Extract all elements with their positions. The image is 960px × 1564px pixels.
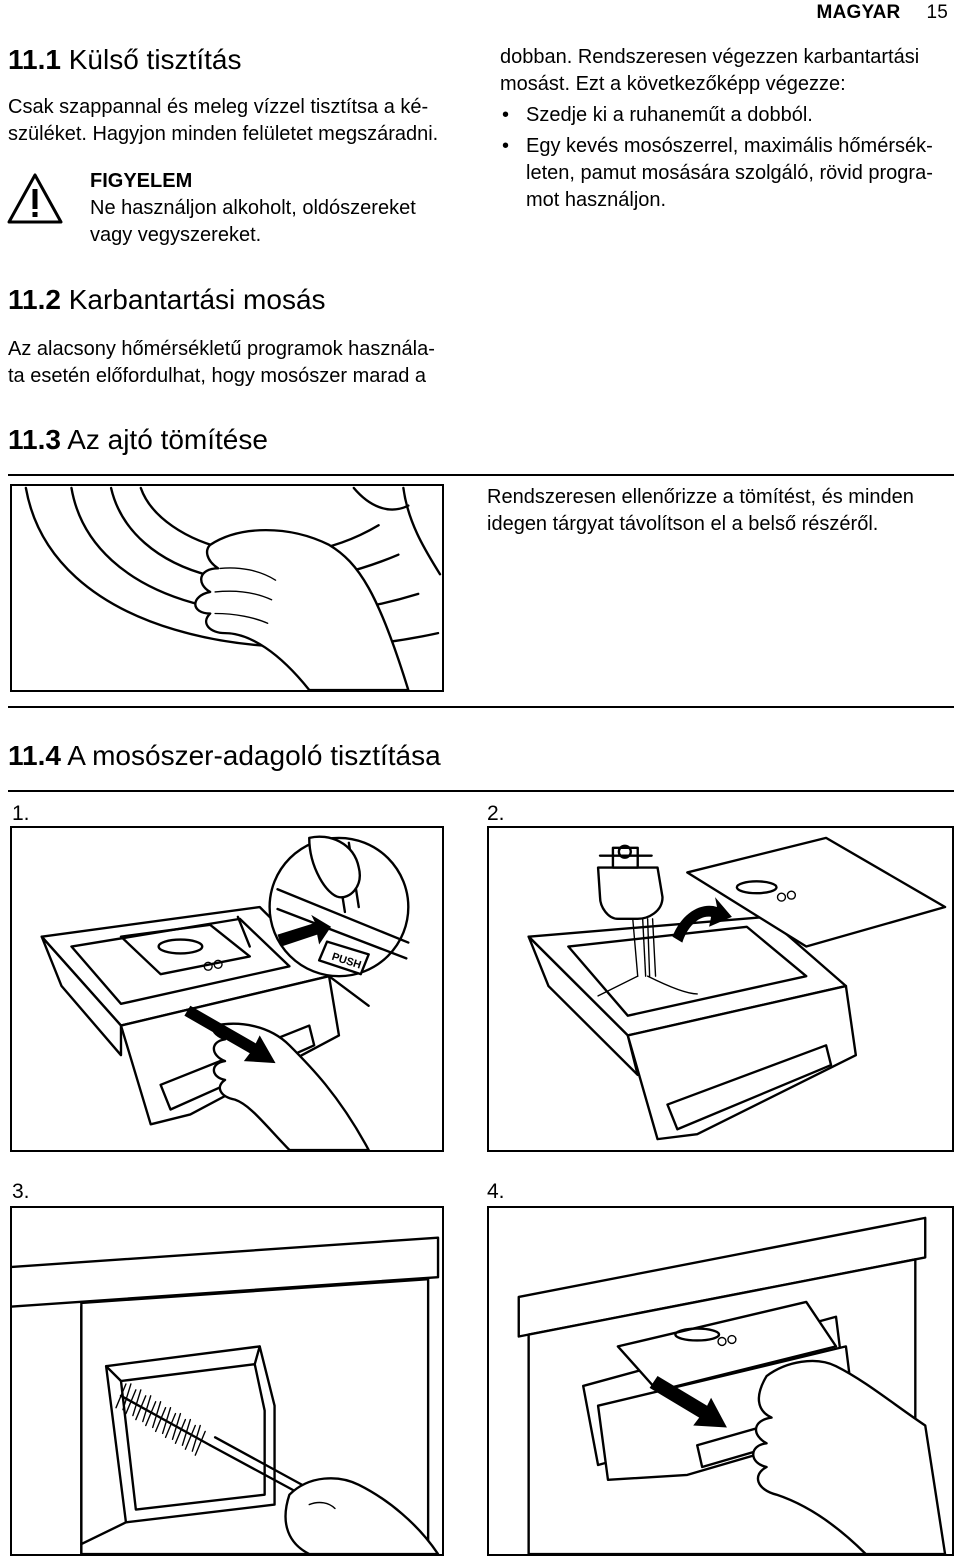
heading-11-2: 11.2 Karbantartási mosás bbox=[8, 284, 326, 316]
text-line: szüléket. Hagyjon minden felületet megsz… bbox=[8, 123, 439, 145]
text-line: mot használjon. bbox=[526, 189, 667, 211]
warning-title: FIGYELEM bbox=[90, 170, 193, 192]
text-line: Ne használjon alkoholt, oldószereket bbox=[90, 197, 416, 219]
paragraph-right-column: dobban. Rendszeresen végezzen karbantart… bbox=[500, 44, 955, 214]
step-label-4: 4. bbox=[487, 1180, 505, 1203]
heading-title: A mosószer-adagoló tisztítása bbox=[67, 740, 441, 771]
text-line: ta esetén előfordulhat, hogy mosószer ma… bbox=[8, 365, 427, 387]
paragraph-11-1: Csak szappannal és meleg vízzel tisztíts… bbox=[8, 94, 468, 148]
heading-title: Az ajtó tömítése bbox=[67, 424, 268, 455]
step-label-2: 2. bbox=[487, 802, 505, 825]
step-label-1: 1. bbox=[12, 802, 30, 825]
bullet-text: Szedje ki a ruhaneműt a dobból. bbox=[526, 104, 813, 126]
dispenser-step-1-figure: PUSH bbox=[10, 826, 444, 1152]
page-number: 15 bbox=[926, 2, 948, 23]
text-line: Egy kevés mosószerrel, maximális hőmérsé… bbox=[526, 135, 933, 157]
heading-number: 11.3 bbox=[8, 424, 61, 455]
text-line: Az alacsony hőmérsékletű programok haszn… bbox=[8, 338, 435, 360]
heading-number: 11.1 bbox=[8, 44, 61, 75]
paragraph-11-3: Rendszeresen ellenőrizze a tömítést, és … bbox=[487, 484, 957, 538]
text-line: leten, pamut mosására szolgáló, rövid pr… bbox=[526, 162, 933, 184]
heading-number: 11.4 bbox=[8, 740, 61, 771]
text-line: vagy vegyszereket. bbox=[90, 224, 262, 246]
warning-icon bbox=[6, 172, 64, 226]
text-line: Csak szappannal és meleg vízzel tisztíts… bbox=[8, 96, 429, 118]
text-line: Rendszeresen ellenőrizze a tömítést, és … bbox=[487, 486, 914, 508]
warning-box: FIGYELEM Ne használjon alkoholt, oldósze… bbox=[90, 168, 470, 249]
text-line: mosást. Ezt a következőképp végezze: bbox=[500, 73, 846, 95]
text-line: idegen tárgyat távolítson el a belső rés… bbox=[487, 513, 879, 535]
heading-number: 11.2 bbox=[8, 284, 61, 315]
list-item: Egy kevés mosószerrel, maximális hőmérsé… bbox=[500, 133, 955, 214]
section-rule bbox=[8, 790, 954, 792]
heading-title: Karbantartási mosás bbox=[68, 284, 326, 315]
header-language: MAGYAR bbox=[816, 2, 901, 23]
section-rule bbox=[8, 706, 954, 708]
paragraph-11-2: Az alacsony hőmérsékletű programok haszn… bbox=[8, 336, 468, 390]
door-seal-figure bbox=[10, 484, 444, 692]
heading-11-4: 11.4 A mosószer-adagoló tisztítása bbox=[8, 740, 441, 772]
list-item: Szedje ki a ruhaneműt a dobból. bbox=[500, 102, 955, 129]
heading-11-1: 11.1 Külső tisztítás bbox=[8, 44, 241, 76]
dispenser-step-4-figure bbox=[487, 1206, 954, 1556]
dispenser-step-3-figure bbox=[10, 1206, 444, 1556]
page-header: MAGYAR 15 bbox=[817, 2, 948, 24]
heading-title: Külső tisztítás bbox=[68, 44, 242, 75]
step-label-3: 3. bbox=[12, 1180, 30, 1203]
dispenser-step-2-figure bbox=[487, 826, 954, 1152]
section-rule bbox=[8, 474, 954, 476]
heading-11-3: 11.3 Az ajtó tömítése bbox=[8, 424, 268, 456]
text-line: dobban. Rendszeresen végezzen karbantart… bbox=[500, 46, 920, 68]
